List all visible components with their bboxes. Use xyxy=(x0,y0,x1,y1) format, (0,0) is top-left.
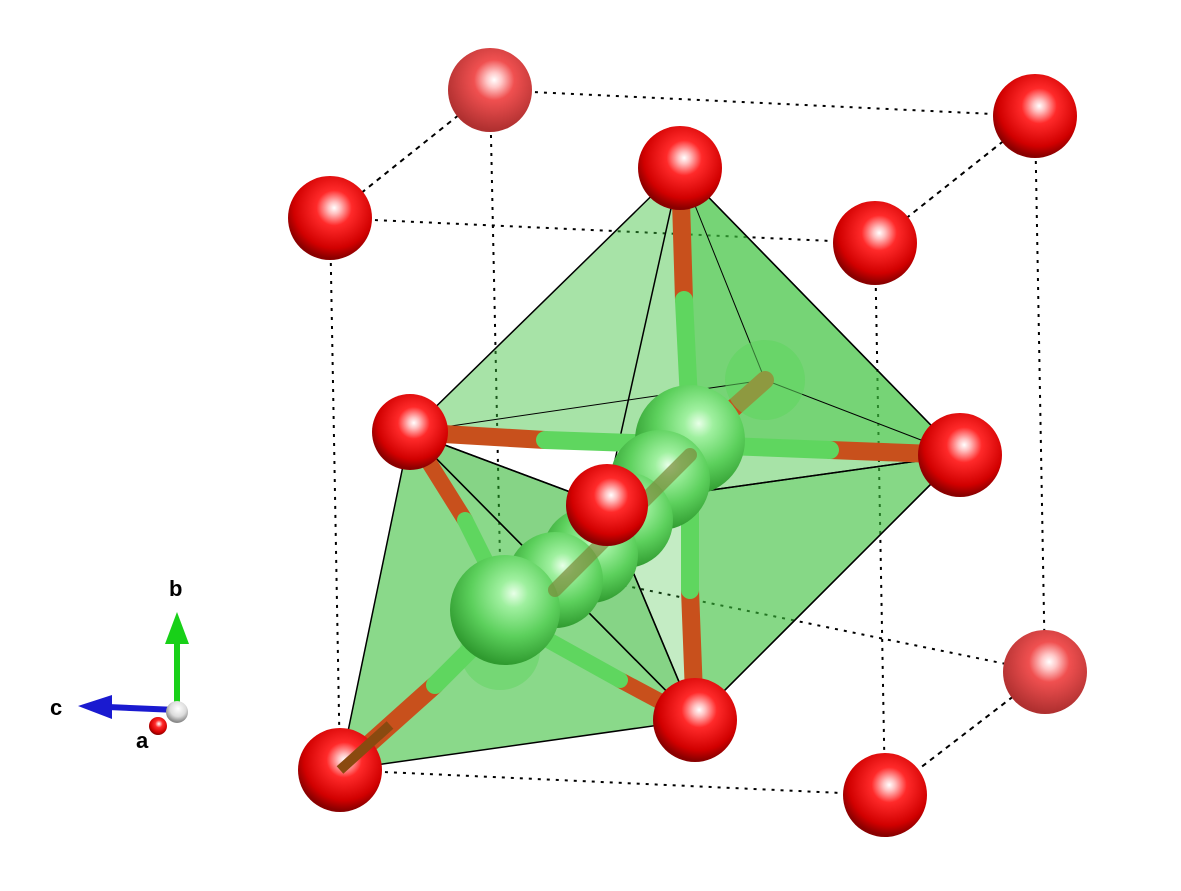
metal-atom[interactable] xyxy=(450,555,560,665)
oxygen-atom[interactable] xyxy=(288,176,372,260)
c-axis-arrowhead xyxy=(78,695,112,719)
a-axis-label: a xyxy=(136,728,149,753)
oxygen-atom[interactable] xyxy=(918,413,1002,497)
c-axis-arrow xyxy=(107,704,178,713)
oxygen-atom[interactable] xyxy=(993,74,1077,158)
oxygen-atom[interactable] xyxy=(843,753,927,837)
oxygen-atom[interactable] xyxy=(638,126,722,210)
oxygen-atom[interactable] xyxy=(653,678,737,762)
oxygen-atom[interactable] xyxy=(372,394,448,470)
oxygen-atom[interactable] xyxy=(566,464,648,546)
c-axis-label: c xyxy=(50,695,62,720)
metal-atom[interactable] xyxy=(725,340,805,420)
oxygen-atom[interactable] xyxy=(833,201,917,285)
oxygen-atom[interactable] xyxy=(1003,630,1087,714)
axis-origin-icon xyxy=(166,701,188,723)
oxygen-atom[interactable] xyxy=(448,48,532,132)
a-axis-arrowhead xyxy=(149,717,167,735)
b-axis-label: b xyxy=(169,576,182,601)
b-axis-arrowhead xyxy=(165,612,189,644)
bond xyxy=(336,721,394,774)
axis-indicator: b c a xyxy=(50,576,189,753)
